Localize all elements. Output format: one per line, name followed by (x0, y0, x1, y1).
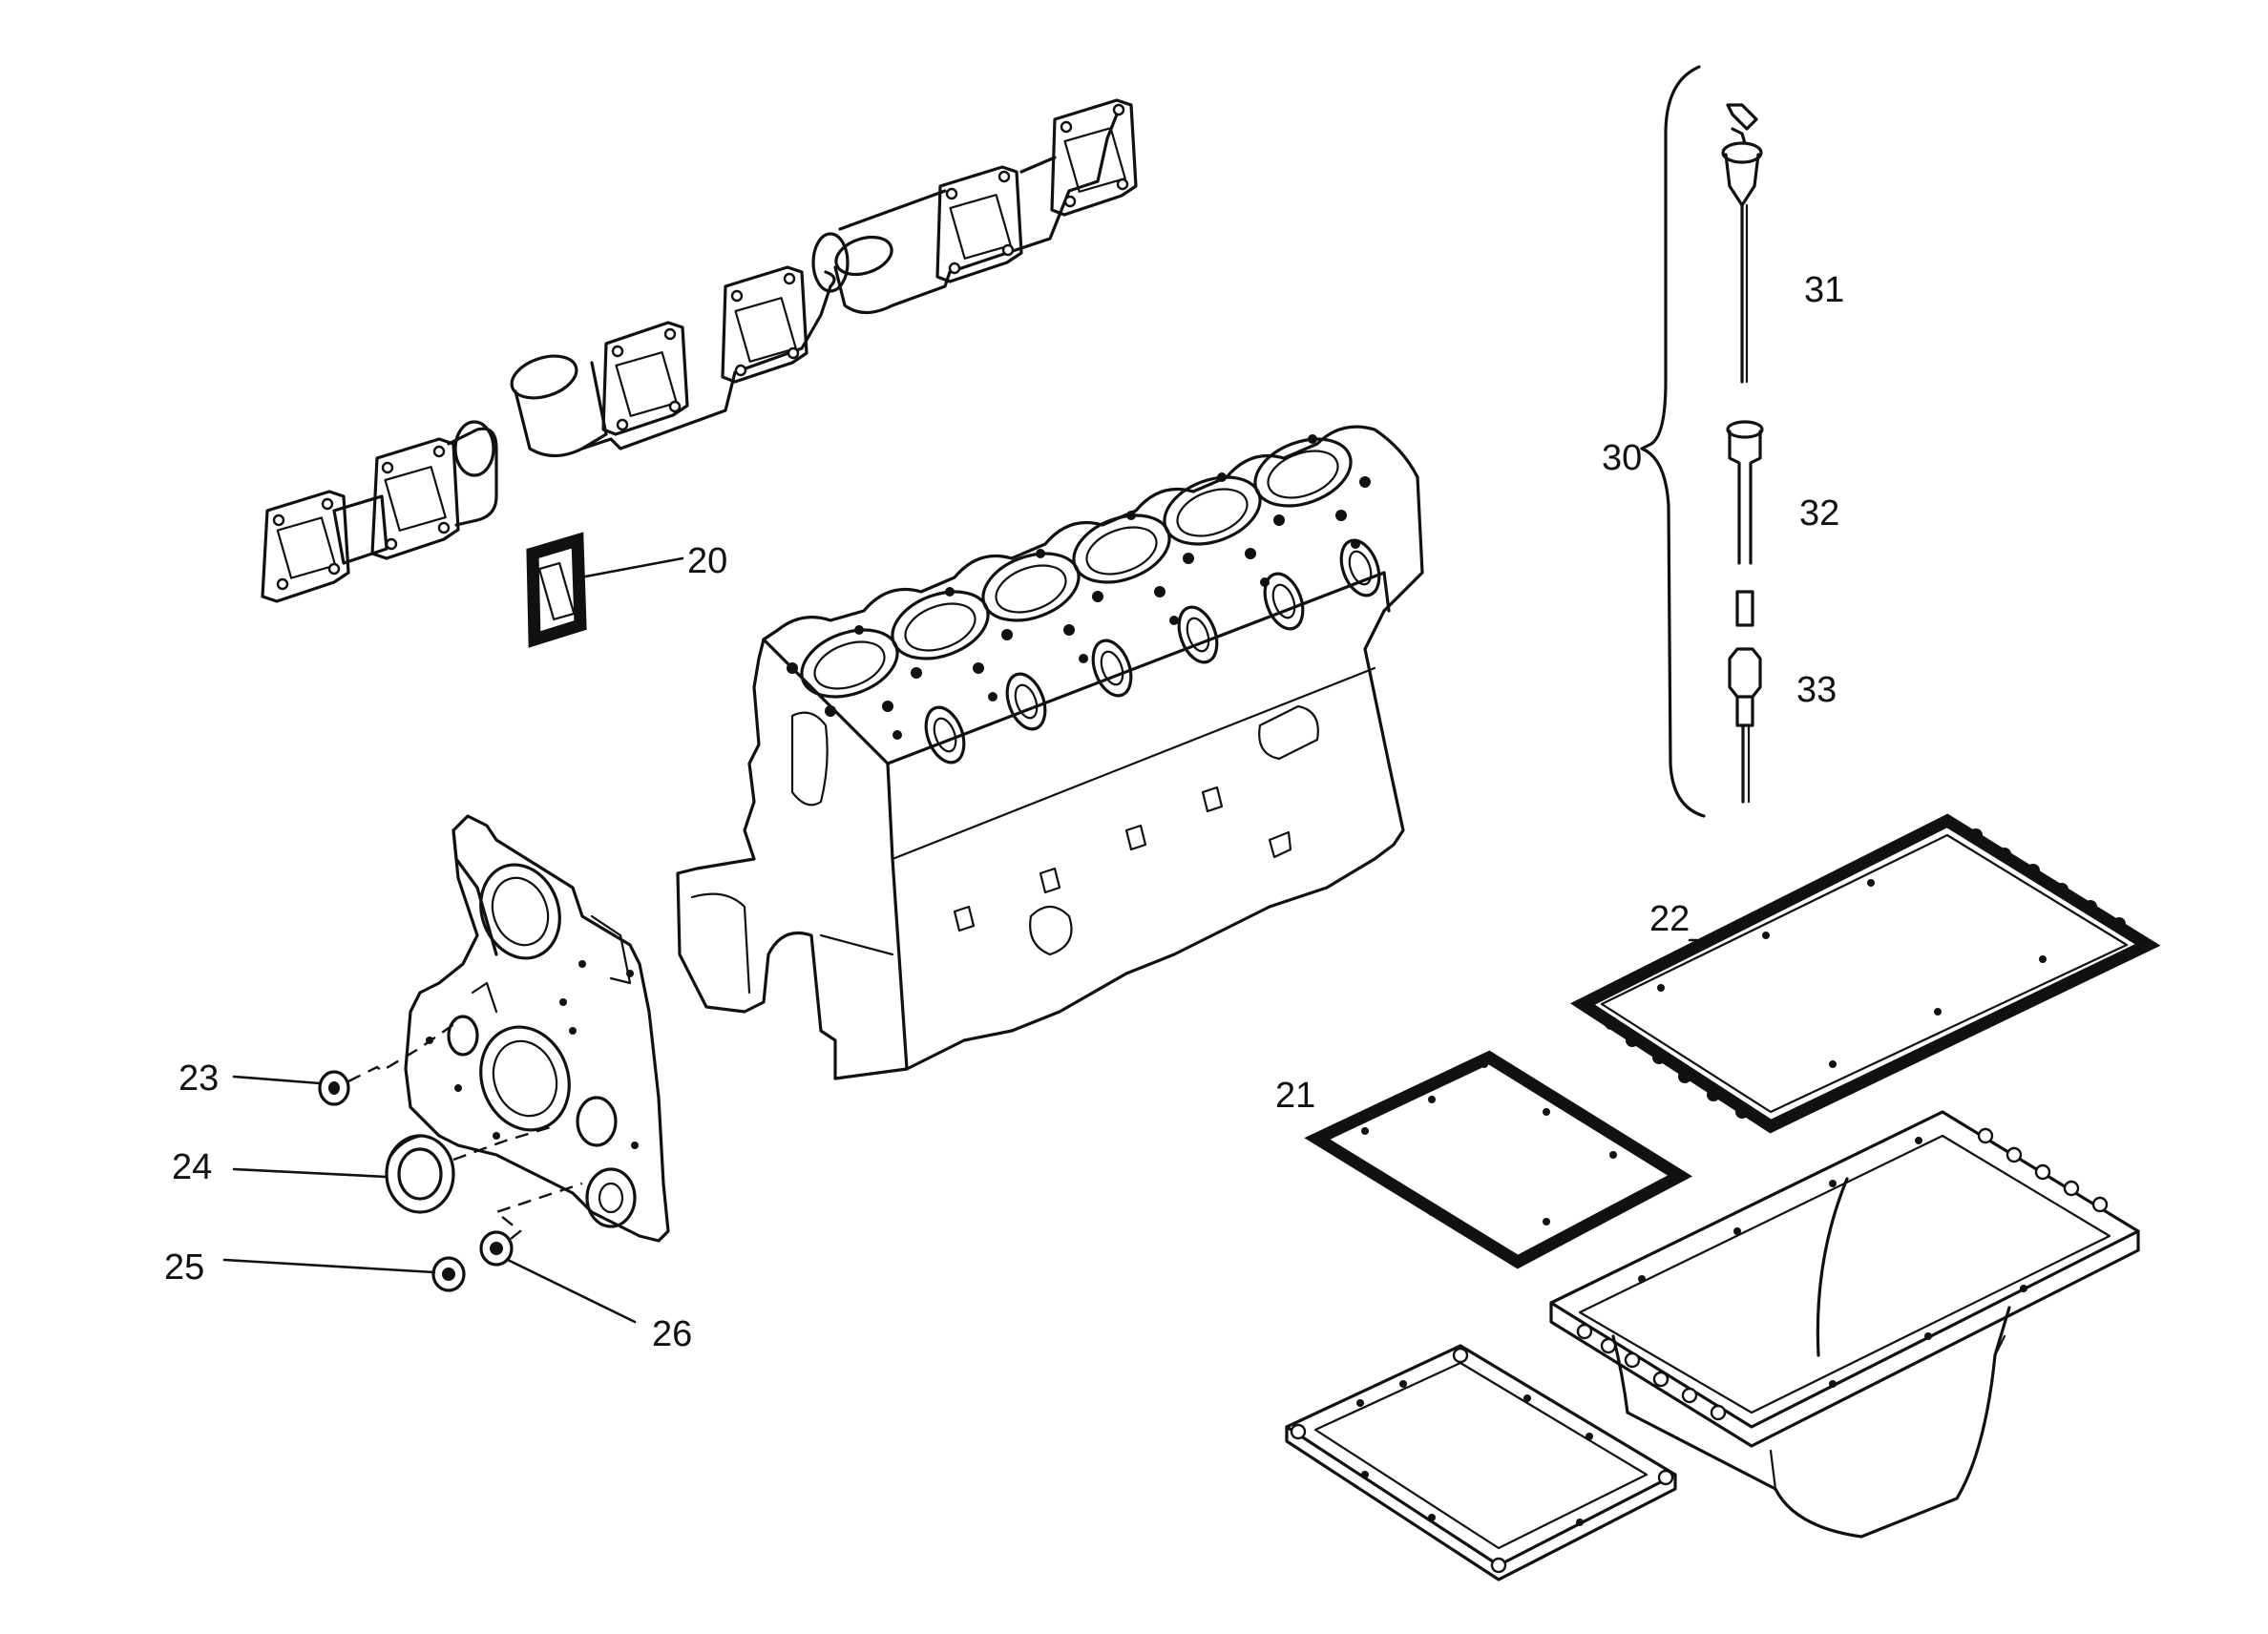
washer-26: 26 (479, 1230, 692, 1354)
head-bolt-holes (787, 434, 1371, 740)
assembly-line-26 (494, 1182, 583, 1240)
manifold-section-right (833, 98, 1138, 315)
side-ports (924, 538, 1381, 765)
callout-21: 21 (1275, 1076, 1315, 1116)
cylinder-bores (800, 437, 1353, 699)
callout-20: 20 (687, 541, 727, 581)
oil-pan-cover-plate (1285, 1344, 1677, 1582)
oil-pan-flange-holes (1576, 1127, 2109, 1421)
seal-23: 23 (178, 1058, 350, 1106)
assembly-line-24 (452, 1124, 555, 1162)
oil-pan-gasket-22: 22 (1569, 813, 2161, 1134)
gasket-22-tabs (1605, 828, 2126, 1119)
callout-30: 30 (1602, 438, 1642, 478)
manifold-gasket: 20 (526, 532, 727, 648)
manifold-section-left (261, 420, 498, 603)
gasket-21: 21 (1275, 1050, 1693, 1269)
washer-25: 25 (164, 1247, 466, 1292)
timing-cover (404, 814, 670, 1243)
callout-24: 24 (172, 1147, 212, 1187)
oil-pan (1549, 1110, 2140, 1539)
callout-25: 25 (164, 1247, 204, 1288)
callout-33: 33 (1796, 670, 1837, 710)
engine-block (676, 425, 1424, 1080)
exhaust-manifold (261, 98, 1138, 603)
oil-seal-24: 24 (172, 1134, 455, 1214)
callout-32: 32 (1799, 493, 1839, 534)
callout-22: 22 (1649, 899, 1690, 939)
callout-31: 31 (1804, 270, 1844, 310)
assembly-line-23 (347, 1020, 459, 1083)
callout-26: 26 (652, 1314, 692, 1354)
dipstick-assembly: 30 31 32 33 (1602, 65, 1844, 818)
manifold-section-middle (510, 232, 850, 458)
callout-23: 23 (178, 1058, 219, 1099)
